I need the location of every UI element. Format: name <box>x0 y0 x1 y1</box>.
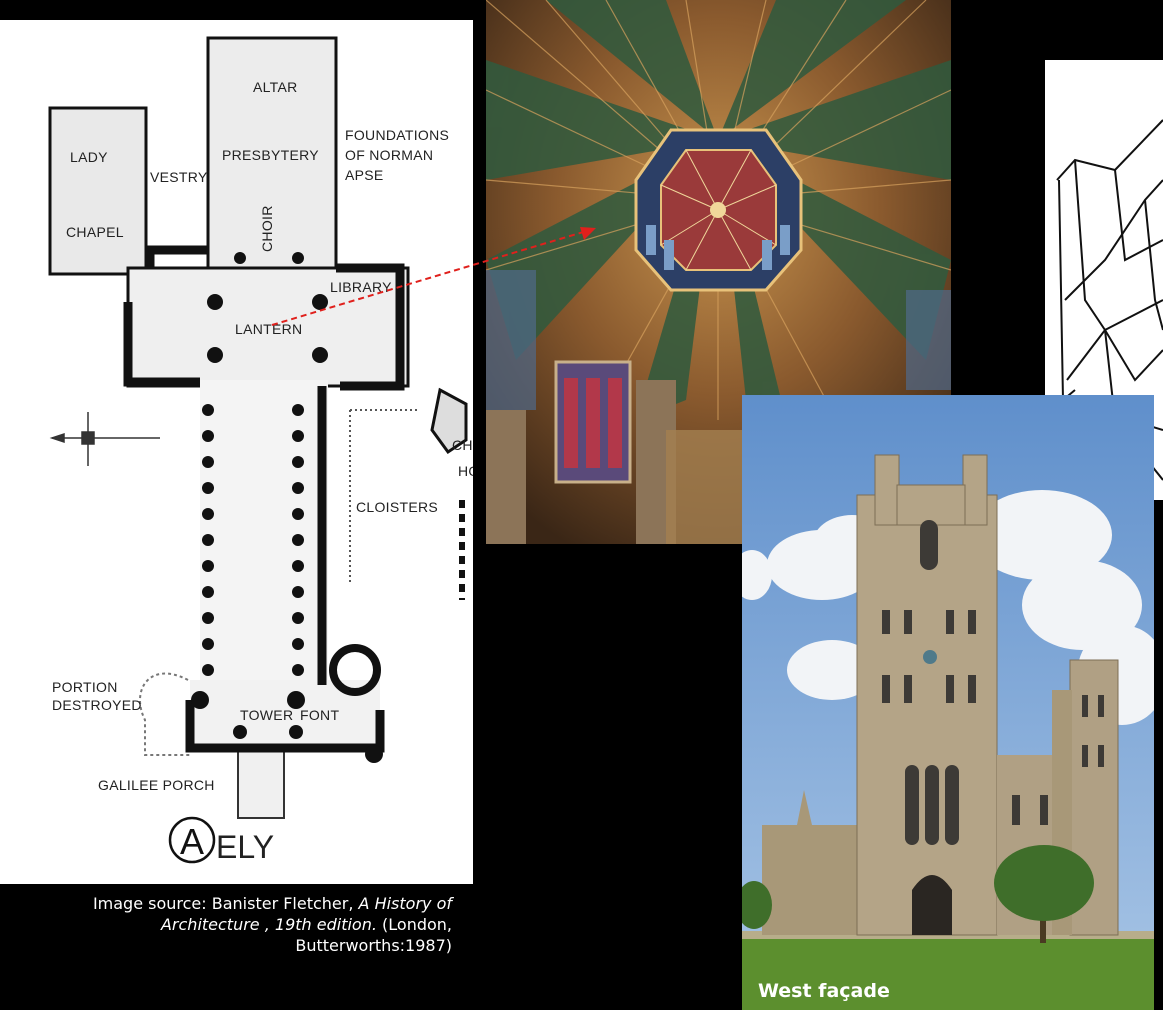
label-foundations-3: APSE <box>345 167 384 183</box>
label-altar: ALTAR <box>253 79 298 95</box>
label-font: FONT <box>300 707 339 723</box>
label-chapter-house-2: HO <box>458 463 473 479</box>
west-facade-photo: West façade <box>742 395 1154 1010</box>
label-chapter-house: CH <box>452 437 473 453</box>
label-presbytery: PRESBYTERY <box>222 147 319 163</box>
label-portion: PORTION <box>52 679 118 695</box>
image-source-caption: Image source: Banister Fletcher, A Histo… <box>0 893 452 956</box>
label-lady: LADY <box>70 149 108 165</box>
caption-title-1: A History of <box>358 894 452 913</box>
caption-prefix: Image source: Banister Fletcher, <box>92 894 359 913</box>
compass-icon <box>49 412 160 466</box>
ely-floor-plan: ALTAR PRESBYTERY FOUNDATIONS OF NORMAN A… <box>0 20 473 884</box>
label-lantern: LANTERN <box>235 321 302 337</box>
label-destroyed: DESTROYED <box>52 697 142 713</box>
label-library: LIBRARY <box>330 279 392 295</box>
plan-name: ELY <box>216 829 274 865</box>
floor-plan-drawing: ALTAR PRESBYTERY FOUNDATIONS OF NORMAN A… <box>48 36 473 865</box>
nave-piers <box>191 252 383 763</box>
label-foundations-1: FOUNDATIONS <box>345 127 449 143</box>
label-chapel: CHAPEL <box>66 224 124 240</box>
facade-caption: West façade <box>758 980 890 1002</box>
label-foundations-2: OF NORMAN <box>345 147 433 163</box>
plan-letter: A <box>180 821 204 862</box>
label-cloisters: CLOISTERS <box>356 499 438 515</box>
label-galilee-porch: GALILEE PORCH <box>98 777 215 793</box>
caption-title-2: Architecture , 19th edition. <box>160 915 377 934</box>
label-tower: TOWER <box>240 707 293 723</box>
label-vestry: VESTRY <box>150 169 208 185</box>
label-choir: CHOIR <box>259 205 275 252</box>
clouds <box>742 490 1154 725</box>
tree <box>994 845 1094 943</box>
caption-suffix: (London, Butterworths:1987) <box>295 915 452 955</box>
